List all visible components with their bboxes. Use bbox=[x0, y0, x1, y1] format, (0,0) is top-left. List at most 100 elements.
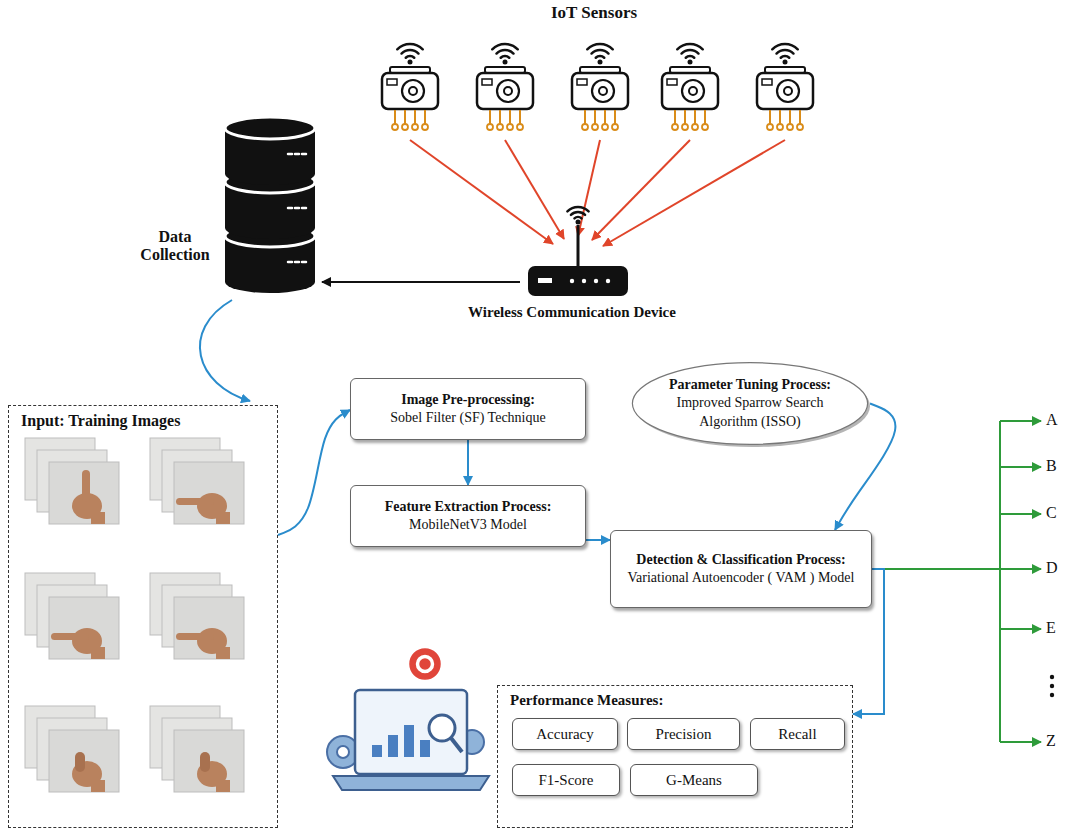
sensor-pin bbox=[594, 110, 596, 124]
hand-wrist bbox=[216, 780, 230, 792]
sensor-pin-end bbox=[402, 124, 408, 130]
hand-image-stack bbox=[150, 438, 244, 524]
sensor-pin bbox=[519, 110, 521, 124]
wifi-dot bbox=[576, 220, 581, 225]
router-light bbox=[606, 279, 610, 283]
hand-image-stack bbox=[25, 573, 119, 659]
node-text: Sobel Filter (SF) Technique bbox=[359, 409, 577, 427]
output-branch bbox=[1000, 513, 1041, 515]
output-branch bbox=[1000, 628, 1041, 630]
class-letter: E bbox=[1046, 619, 1070, 637]
sensor-window bbox=[667, 79, 677, 85]
sensor-pin bbox=[769, 110, 771, 124]
sensor-pin-end bbox=[672, 124, 678, 130]
sensor-pin-end bbox=[487, 124, 493, 130]
wifi-dot bbox=[503, 60, 508, 65]
metric-button: Recall bbox=[750, 718, 845, 750]
process-box: Detection & Classification Process:Varia… bbox=[610, 530, 872, 608]
sensor-pin-end bbox=[517, 124, 523, 130]
wifi-dot bbox=[408, 60, 413, 65]
iot-sensor-icon bbox=[572, 44, 628, 130]
iot-sensor-icon bbox=[382, 44, 438, 130]
sensor-window bbox=[482, 79, 492, 85]
iot-sensor-icon bbox=[477, 44, 533, 130]
hand-wrist bbox=[91, 647, 105, 659]
output-stem bbox=[999, 421, 1001, 742]
wifi-arc bbox=[567, 207, 588, 211]
class-letter: B bbox=[1046, 457, 1070, 475]
signal-arrow bbox=[505, 140, 564, 239]
metric-button: Accuracy bbox=[512, 718, 618, 750]
data-arrow bbox=[322, 281, 520, 283]
hand-image-stack bbox=[25, 706, 119, 792]
sensor-pin-end bbox=[702, 124, 708, 130]
sensor-pin bbox=[604, 110, 606, 124]
output-branch bbox=[1000, 420, 1041, 422]
hand-wrist bbox=[91, 780, 105, 792]
sensor-pin bbox=[509, 110, 511, 124]
database-dash bbox=[288, 261, 292, 264]
magnifier-handle bbox=[451, 738, 462, 752]
output-branch bbox=[1000, 741, 1041, 743]
database-dash bbox=[295, 207, 299, 210]
chart-bar bbox=[388, 735, 398, 757]
sensor-pin-end bbox=[497, 124, 503, 130]
output-branch bbox=[1000, 466, 1041, 468]
hand-image-stack bbox=[150, 706, 244, 792]
database-dash bbox=[295, 153, 299, 156]
wifi-arc bbox=[492, 44, 517, 49]
collect-arrow bbox=[200, 300, 250, 401]
wifi-dot bbox=[688, 60, 693, 65]
tuning-ellipse: Parameter Tuning Process:Improved Sparro… bbox=[630, 360, 870, 447]
node-text: F1-Score bbox=[539, 772, 594, 789]
flow-arrow bbox=[467, 440, 469, 485]
sensor-pin-end bbox=[777, 124, 783, 130]
target-ring bbox=[410, 649, 440, 679]
sensor-body bbox=[382, 73, 438, 109]
ellipse-shape bbox=[632, 363, 867, 445]
database-dash bbox=[288, 207, 292, 210]
hand-image-stack bbox=[150, 573, 244, 659]
wifi-arc bbox=[501, 56, 509, 58]
node-text: Precision bbox=[656, 726, 712, 743]
hand-photo bbox=[49, 462, 119, 524]
chart-bar bbox=[404, 725, 414, 757]
router-antenna bbox=[577, 225, 580, 268]
wifi-arc bbox=[571, 212, 585, 215]
input-panel: Input: Training Images bbox=[8, 405, 278, 828]
database-icon bbox=[225, 117, 315, 293]
sensor-pin-end bbox=[692, 124, 698, 130]
sensor-pin bbox=[394, 110, 396, 124]
wifi-arc bbox=[397, 44, 422, 49]
database-dash bbox=[288, 153, 292, 156]
process-box: Feature Extraction Process:MobileNetV3 M… bbox=[350, 485, 586, 547]
wifi-arc bbox=[777, 50, 794, 54]
wifi-arc bbox=[682, 50, 699, 54]
hand-photo bbox=[174, 597, 244, 659]
output-trunk bbox=[872, 568, 1000, 570]
wifi-arc bbox=[781, 56, 789, 58]
sensor-pin bbox=[799, 110, 801, 124]
node-heading: Input: Training Images bbox=[21, 412, 265, 430]
router-body bbox=[528, 266, 628, 296]
process-box: Image Pre-processing:Sobel Filter (SF) T… bbox=[350, 378, 586, 440]
database-dash bbox=[302, 207, 306, 210]
sensor-pin bbox=[684, 110, 686, 124]
sensor-pin-end bbox=[392, 124, 398, 130]
ellipsis-dot bbox=[1050, 684, 1054, 688]
sensor-window bbox=[762, 79, 772, 85]
signal-arrow bbox=[410, 140, 553, 244]
database-top bbox=[225, 117, 315, 139]
sensor-body bbox=[662, 73, 718, 109]
node-text: Accuracy bbox=[536, 726, 593, 743]
sensor-lens-inner bbox=[409, 87, 417, 95]
sensor-lens bbox=[497, 80, 519, 102]
gear-hub bbox=[337, 746, 349, 758]
hand-photo bbox=[49, 597, 119, 659]
wifi-dot bbox=[598, 60, 603, 65]
flow-arrow bbox=[278, 410, 350, 535]
output-tree bbox=[872, 421, 1054, 742]
wifi-arc bbox=[402, 50, 419, 54]
router-icon bbox=[528, 207, 628, 296]
wifi-arc bbox=[677, 44, 702, 49]
